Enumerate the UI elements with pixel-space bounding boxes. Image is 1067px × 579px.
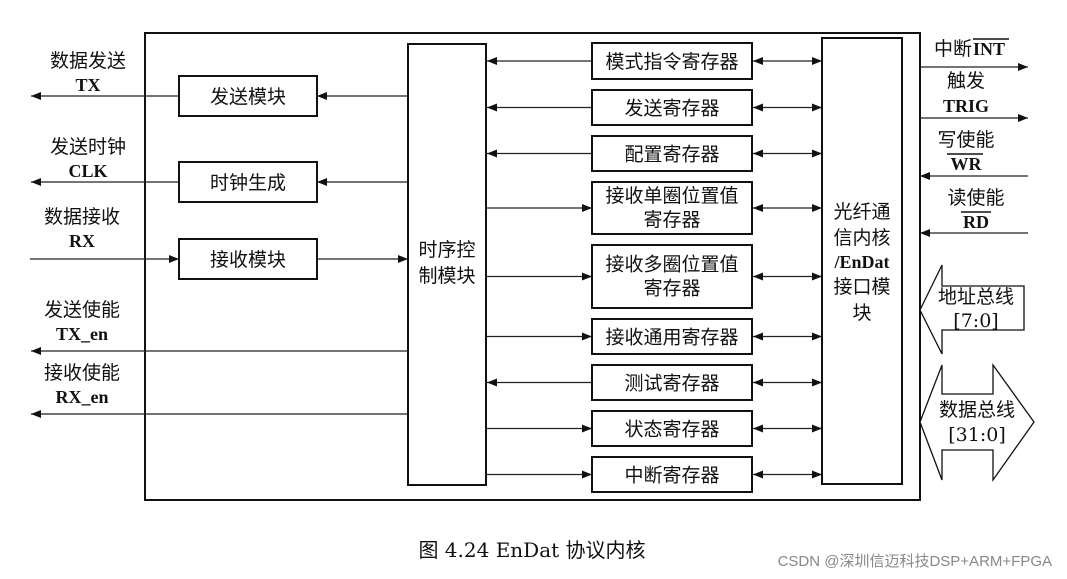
core-label-2: 信内核 (833, 227, 890, 249)
register-box (591, 181, 753, 235)
core-label-3: /EnDat (833, 252, 889, 272)
register-label: 接收通用寄存器 (605, 327, 738, 349)
rx-label-en: RX (69, 231, 95, 251)
register-box (591, 318, 753, 355)
int-label-cn: 中断 (934, 38, 972, 60)
send-module-label: 发送模块 (210, 86, 286, 108)
register-box (591, 42, 753, 80)
rx-en-label-cn: 接收使能 (44, 362, 120, 384)
register-box (591, 364, 753, 401)
wr-label-cn: 写使能 (937, 129, 994, 151)
register-label: 模式指令寄存器 (605, 51, 738, 73)
timing-control-label-1: 时序控 (418, 239, 475, 261)
receive-module-label: 接收模块 (210, 249, 286, 271)
timing-control-box (407, 43, 487, 486)
clock-gen-label: 时钟生成 (210, 172, 286, 194)
register-box (591, 135, 753, 172)
register-box (591, 89, 753, 126)
address-bus-label: 地址总线 (938, 286, 1014, 308)
register-box (591, 410, 753, 447)
register-label: 测试寄存器 (624, 373, 719, 395)
tx-en-label-cn: 发送使能 (44, 299, 120, 321)
register-label: 寄存器 (643, 209, 700, 231)
core-label-1: 光纤通 (833, 201, 890, 223)
register-label: 状态寄存器 (624, 419, 719, 441)
trig-label-en: TRIG (943, 96, 989, 116)
register-box (591, 244, 753, 309)
core-label-4: 接口模 (833, 276, 890, 298)
data-bus-label: 数据总线 (939, 399, 1015, 421)
register-label: 配置寄存器 (624, 144, 719, 166)
address-bus-range: [7:0] (953, 310, 998, 332)
data-bus-arrow (919, 362, 1035, 483)
address-bus-arrow (919, 264, 1025, 355)
register-label: 发送寄存器 (624, 98, 719, 120)
register-label: 接收多圈位置值 (605, 254, 738, 276)
tx-label-cn: 数据发送 (50, 50, 126, 72)
rx-label-cn: 数据接收 (44, 206, 120, 228)
data-bus-range: [31:0] (948, 424, 1006, 446)
register-label: 寄存器 (643, 278, 700, 300)
clock-gen-box (178, 161, 318, 203)
outer-frame (144, 32, 921, 501)
clk-label-en: CLK (68, 161, 107, 181)
core-label-5: 块 (852, 302, 871, 324)
rd-label-cn: 读使能 (947, 187, 1004, 209)
int-label-en: INT (973, 39, 1005, 59)
tx-label-en: TX (75, 75, 100, 95)
rd-label-en: RD (963, 212, 989, 232)
register-group: 模式指令寄存器发送寄存器配置寄存器接收单圈位置值寄存器接收多圈位置值寄存器接收通… (487, 42, 822, 493)
register-label: 接收单圈位置值 (605, 185, 738, 207)
send-module-box (178, 75, 318, 117)
tx-en-label-en: TX_en (56, 324, 108, 344)
clk-label-cn: 发送时钟 (50, 136, 126, 158)
rx-en-label-en: RX_en (56, 387, 109, 407)
register-label: 中断寄存器 (624, 465, 719, 487)
core-box (821, 37, 903, 485)
trig-label-cn: 触发 (947, 70, 985, 92)
register-box (591, 456, 753, 493)
wr-label-en: WR (951, 154, 983, 174)
figure-caption: 图 4.24 EnDat 协议内核 (418, 538, 645, 562)
receive-module-box (178, 238, 318, 280)
timing-control-label-2: 制模块 (418, 265, 475, 287)
watermark: CSDN @深圳信迈科技DSP+ARM+FPGA (778, 553, 1052, 570)
